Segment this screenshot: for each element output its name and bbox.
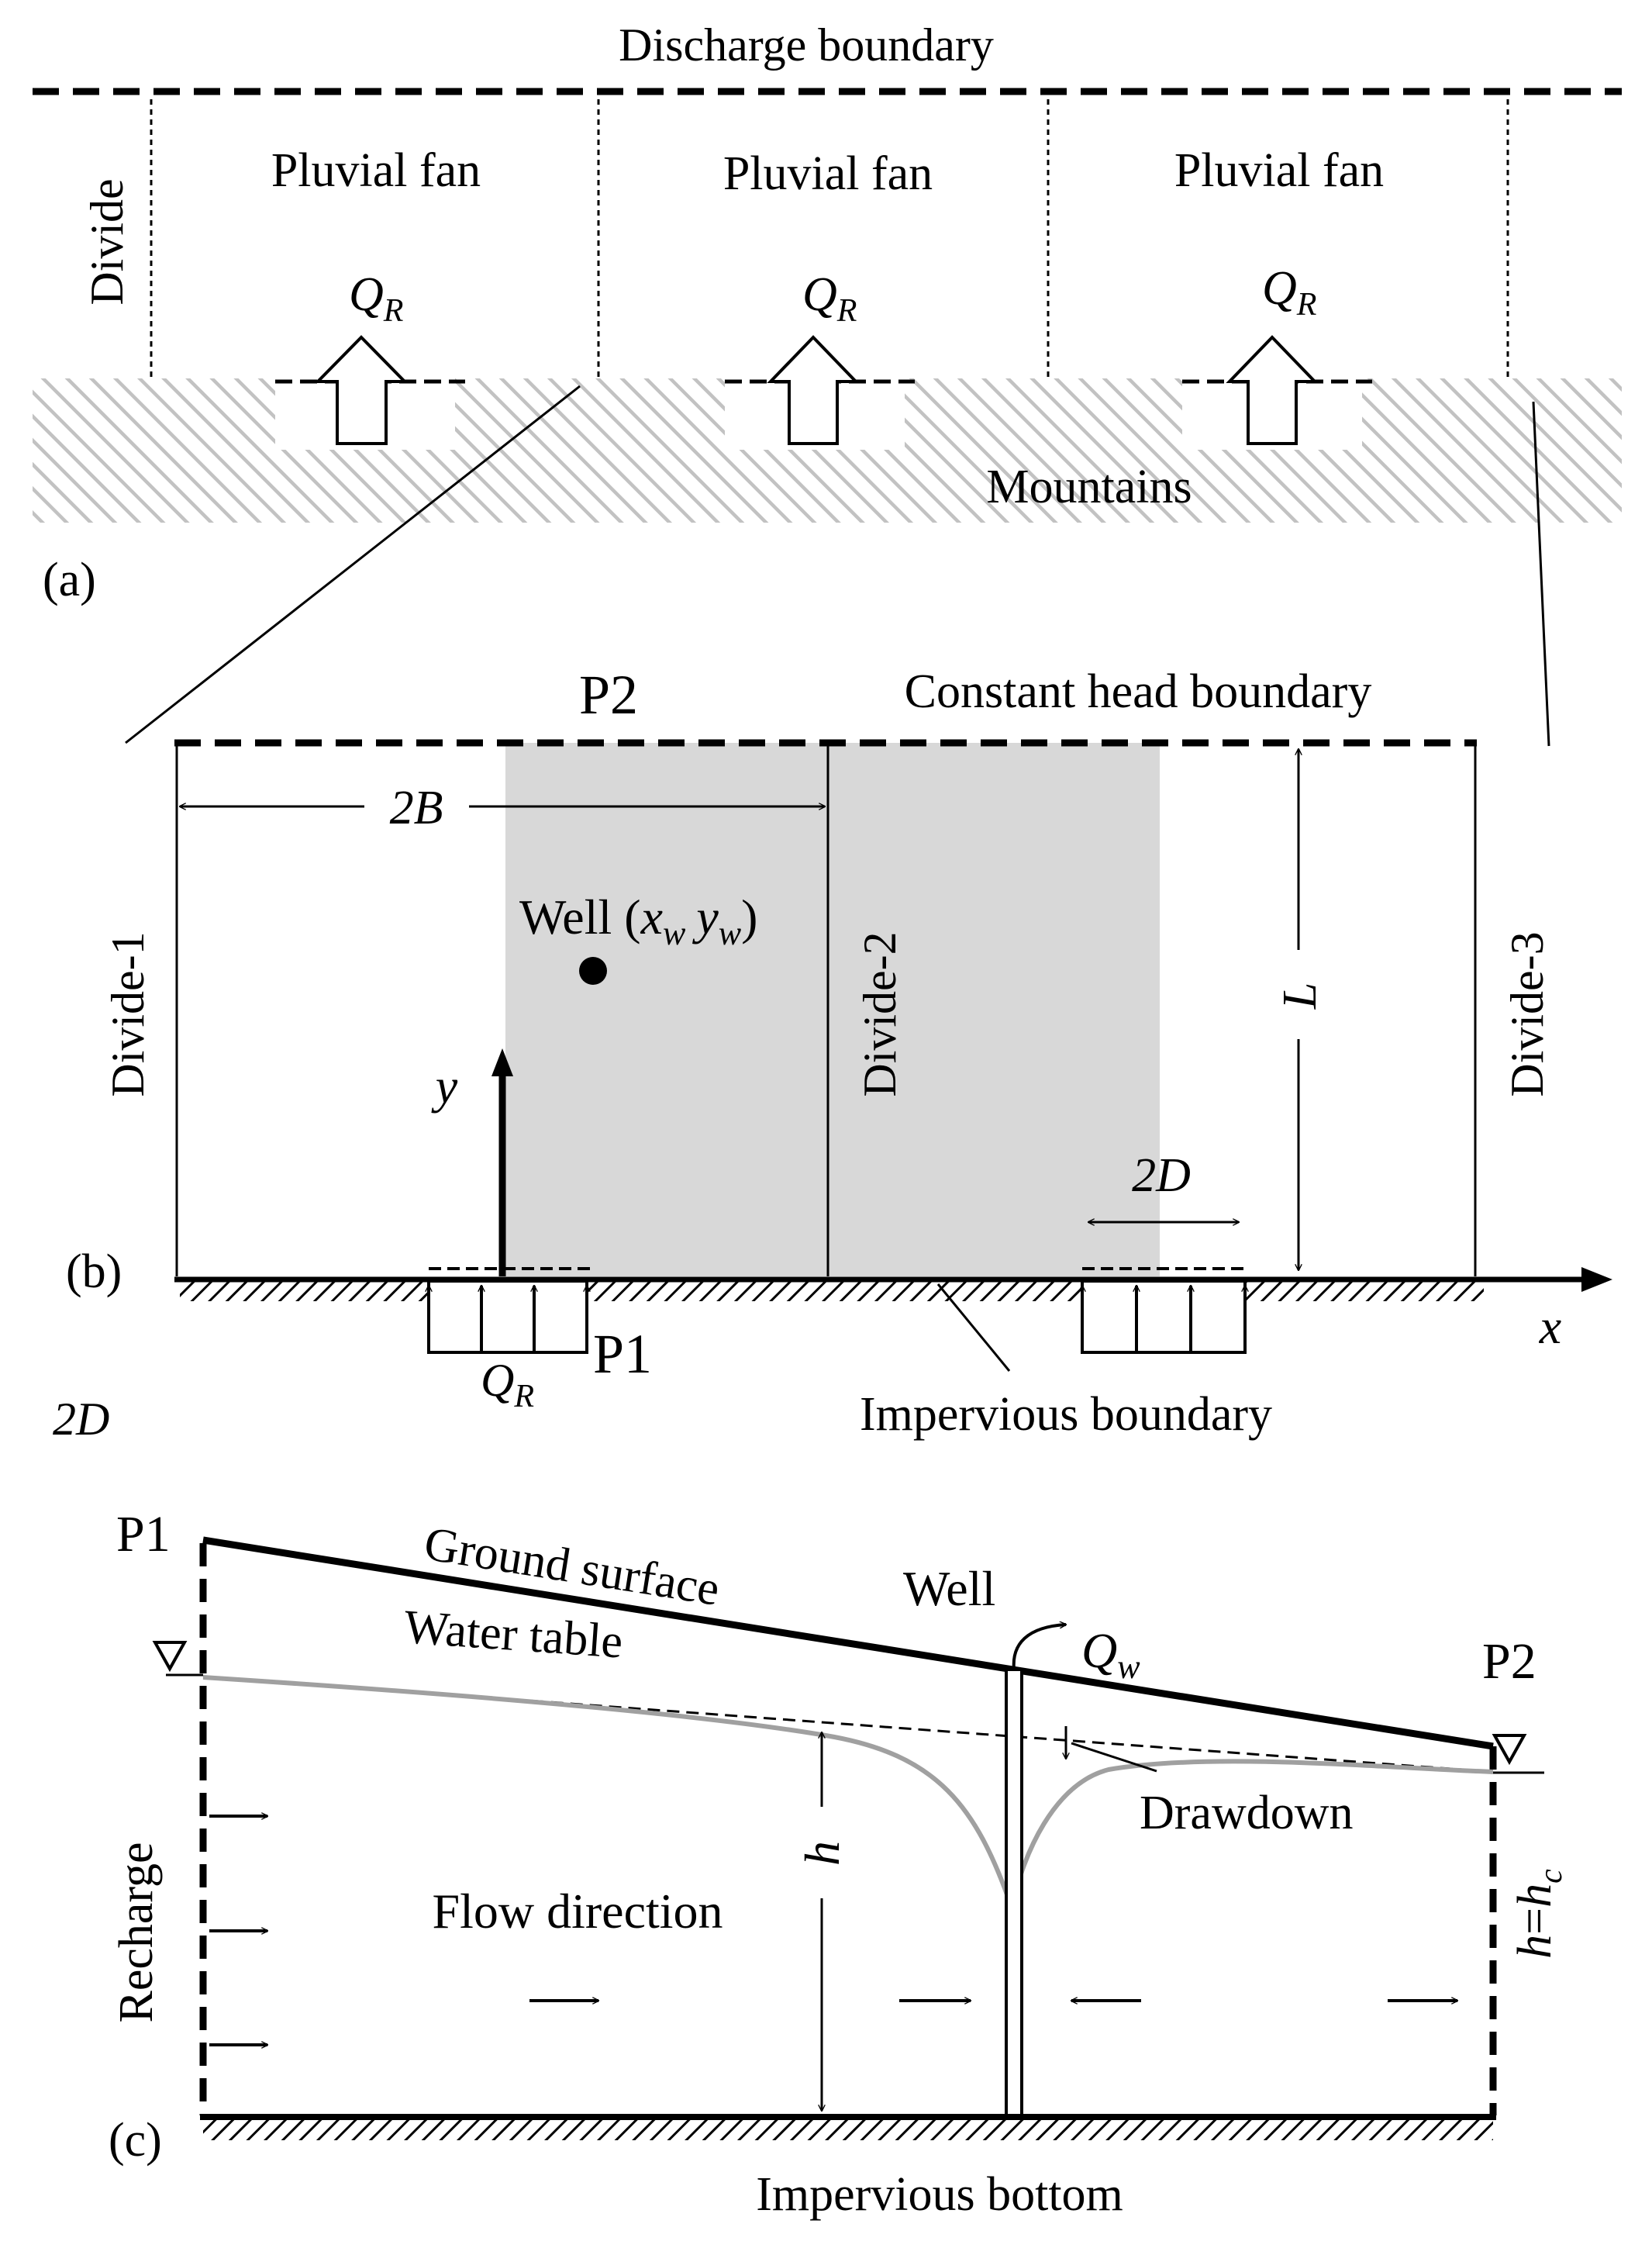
pluvial-fan-label-1: Pluvial fan <box>271 144 481 197</box>
ground-surface-line <box>202 1536 1494 1750</box>
divide-2-label: Divide-2 <box>854 931 905 1096</box>
panel-b-tag: (b) <box>66 1245 122 1298</box>
x-axis-label: x <box>1539 1299 1561 1354</box>
recharge-arrow-2 <box>767 335 860 445</box>
shaded-region-right <box>828 743 1160 1276</box>
divide-3-label: Divide-3 <box>1502 931 1553 1096</box>
panel-c-tag: (c) <box>109 2114 162 2167</box>
impervious-hatch <box>180 1279 1484 1301</box>
p2-label-c: P2 <box>1482 1633 1536 1690</box>
p1-label-b: P1 <box>593 1323 652 1385</box>
pluvial-fan-label-2: Pluvial fan <box>723 147 933 200</box>
panel-a-tag: (a) <box>43 554 96 606</box>
panel-a: Discharge boundary Divide Pluvial fan QR… <box>33 19 1622 747</box>
qw-label: Qw <box>1081 1623 1140 1686</box>
discharge-boundary-label: Discharge boundary <box>619 19 994 71</box>
panel-b: P2 Constant head boundary Divide-1 Divid… <box>53 664 1612 1445</box>
l-label: L <box>1274 982 1326 1010</box>
p2-label: P2 <box>579 664 638 726</box>
divide-label: Divide <box>81 178 133 305</box>
recharge-zone-p1-arrows <box>429 1286 587 1352</box>
impervious-leader <box>936 1283 1011 1372</box>
qr-label-b: QR <box>481 1355 534 1414</box>
impervious-bottom-label: Impervious bottom <box>756 2168 1123 2221</box>
qr-label-1: QR <box>349 268 403 329</box>
two-d-label: 2D <box>1132 1149 1191 1202</box>
divide-1-label: Divide-1 <box>102 931 153 1096</box>
panel-c: Ground surface Water table Well Qw Drawd… <box>109 1506 1569 2221</box>
two-d-left-label: 2D <box>53 1393 109 1445</box>
recharge-arrow-3 <box>1226 335 1319 445</box>
water-level-symbol-left <box>152 1641 188 1673</box>
y-axis-label: y <box>431 1058 458 1114</box>
drawn-down-water-table <box>202 1675 1494 1917</box>
well-point <box>579 957 607 985</box>
shaded-region-left <box>505 743 828 1276</box>
flow-direction-label: Flow direction <box>432 1884 723 1939</box>
constant-head-label: Constant head boundary <box>905 665 1372 718</box>
well-label-c: Well <box>903 1561 995 1616</box>
x-axis-arrowhead <box>1581 1267 1612 1292</box>
y-axis-arrowhead <box>491 1048 513 1076</box>
zoom-line-left <box>125 385 581 744</box>
drawdown-label: Drawdown <box>1140 1787 1354 1839</box>
recharge-zone-right-box <box>1081 1279 1247 1354</box>
mountains-label: Mountains <box>986 461 1192 513</box>
impervious-bottom-hatch <box>203 2119 1493 2140</box>
two-b-label: 2B <box>390 782 443 834</box>
recharge-arrows <box>209 1816 267 2045</box>
water-level-symbol-right <box>1492 1734 1527 1766</box>
recharge-zone-right-arrows <box>1082 1286 1245 1352</box>
qr-label-2: QR <box>802 268 857 329</box>
recharge-arrow-1 <box>314 335 409 445</box>
h-equals-hc-label: h=hc <box>1509 1869 1569 1959</box>
pluvial-fan-label-3: Pluvial fan <box>1174 144 1384 197</box>
impervious-boundary-label: Impervious boundary <box>860 1388 1272 1441</box>
recharge-label: Recharge <box>110 1842 163 2023</box>
p1-label-c: P1 <box>116 1506 171 1563</box>
zoom-line-right <box>1532 401 1550 747</box>
well-casing <box>1005 1668 1023 2130</box>
water-table-label: Water table <box>402 1601 625 1669</box>
drawdown-leader <box>1071 1742 1157 1773</box>
h-label: h <box>795 1841 850 1866</box>
well-discharge-arrow <box>1012 1625 1066 1670</box>
recharge-zone-p1-box <box>427 1279 588 1354</box>
qr-label-3: QR <box>1262 262 1316 323</box>
